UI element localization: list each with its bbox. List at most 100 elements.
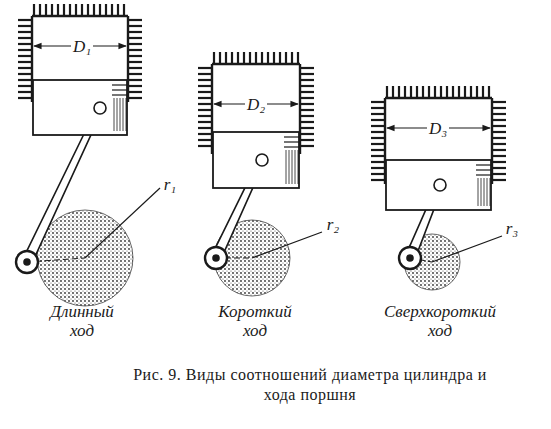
stroke-type-label: Короткий ход	[205, 303, 305, 340]
stroke-type-label: Длинный ход	[37, 303, 127, 340]
cooling-fin	[300, 121, 314, 123]
head-fin	[105, 4, 107, 16]
head-fin	[63, 4, 65, 16]
cooling-fin	[128, 43, 142, 45]
cooling-fin	[300, 85, 314, 87]
cooling-fin	[128, 37, 142, 39]
piston-shading	[478, 178, 479, 206]
cooling-fin	[300, 145, 314, 147]
head-fin	[386, 86, 388, 98]
radius-label: r₂	[325, 216, 342, 233]
cooling-fin	[18, 49, 32, 51]
cylinder-head	[212, 63, 300, 65]
cooling-fin	[18, 79, 32, 81]
cooling-fin	[371, 155, 385, 157]
cooling-fin	[18, 19, 32, 21]
head-fin	[267, 52, 269, 64]
cooling-fin	[371, 167, 385, 169]
cooling-fin	[492, 113, 506, 115]
cooling-fin	[300, 115, 314, 117]
cooling-fin	[128, 79, 142, 81]
piston-shading	[123, 98, 124, 131]
cooling-fin	[198, 79, 212, 81]
cooling-fin	[18, 31, 32, 33]
cooling-fin	[198, 103, 212, 105]
head-fin	[75, 4, 77, 16]
cooling-fin	[128, 49, 142, 51]
cooling-fin	[128, 67, 142, 69]
head-fin	[219, 52, 221, 64]
cooling-fin	[492, 167, 506, 169]
cooling-fin	[300, 127, 314, 129]
head-fin	[392, 86, 394, 98]
cooling-fin	[300, 79, 314, 81]
head-fin	[111, 4, 113, 16]
head-fin	[285, 52, 287, 64]
cooling-fin	[492, 125, 506, 127]
head-fin	[428, 86, 430, 98]
cooling-fin	[300, 103, 314, 105]
head-fin	[39, 4, 41, 16]
figure-caption: Рис. 9. Виды соотношений диаметра цилинд…	[120, 365, 500, 405]
cooling-fin	[198, 73, 212, 75]
radius-label: r₁	[162, 176, 179, 193]
head-fin	[69, 4, 71, 16]
head-fin	[81, 4, 83, 16]
head-fin	[458, 86, 460, 98]
cooling-fin	[18, 97, 32, 99]
crank-pin-center	[24, 259, 30, 265]
cooling-fin	[198, 109, 212, 111]
cooling-fin	[18, 85, 32, 87]
head-fin	[45, 4, 47, 16]
head-fin	[261, 52, 263, 64]
head-fin	[87, 4, 89, 16]
crank-pin-center	[213, 255, 219, 261]
cooling-fin	[371, 113, 385, 115]
head-fin	[213, 52, 215, 64]
head-fin	[279, 52, 281, 64]
head-fin	[291, 52, 293, 64]
cooling-fin	[198, 97, 212, 99]
head-fin	[51, 4, 53, 16]
piston-shading	[286, 150, 287, 184]
cooling-fin	[198, 139, 212, 141]
cooling-fin	[198, 67, 212, 69]
head-fin	[398, 86, 400, 98]
cooling-fin	[18, 25, 32, 27]
crank-pin	[205, 247, 227, 269]
piston-ring	[476, 164, 491, 165]
piston-ring	[284, 141, 299, 142]
cooling-fin	[18, 55, 32, 57]
piston-shading	[289, 150, 290, 184]
piston-shading	[298, 150, 299, 184]
cooling-fin	[300, 133, 314, 135]
cooling-fin	[300, 67, 314, 69]
cooling-fin	[128, 73, 142, 75]
cooling-fin	[492, 101, 506, 103]
cooling-fin	[198, 121, 212, 123]
cooling-fin	[492, 143, 506, 145]
cooling-fin	[18, 73, 32, 75]
head-fin	[488, 86, 490, 98]
head-fin	[231, 52, 233, 64]
piston-ring	[476, 174, 491, 175]
piston-pin	[94, 102, 106, 114]
cooling-fin	[198, 127, 212, 129]
head-fin	[93, 4, 95, 16]
piston-shading	[295, 150, 296, 184]
head-fin	[422, 86, 424, 98]
cooling-fin	[371, 143, 385, 145]
crank-pin	[399, 247, 421, 269]
head-fin	[446, 86, 448, 98]
cooling-fin	[198, 145, 212, 147]
diameter-label: D₃	[427, 120, 449, 137]
cooling-fin	[300, 91, 314, 93]
head-fin	[249, 52, 251, 64]
piston-ring	[284, 146, 299, 147]
crank-pin-center	[407, 255, 413, 261]
radius-line	[432, 236, 502, 262]
cooling-fin	[300, 73, 314, 75]
cooling-fin	[128, 55, 142, 57]
piston-ring	[112, 94, 127, 95]
piston-shading	[487, 178, 488, 206]
